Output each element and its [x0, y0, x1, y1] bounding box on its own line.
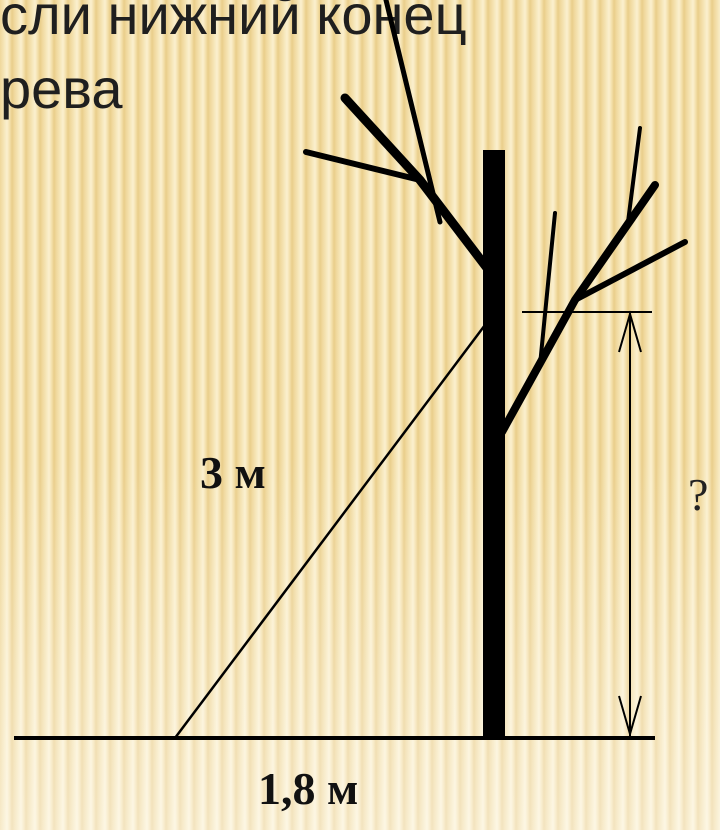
- heading-line-2: рева: [0, 57, 123, 120]
- ground-distance-label: 1,8 м: [258, 763, 359, 814]
- ladder-line: [174, 324, 486, 739]
- ladder-length-label: 3 м: [200, 447, 266, 498]
- unknown-height-label: ?: [688, 469, 709, 520]
- height-measurement: [522, 310, 652, 738]
- arrow-down-icon: [618, 695, 642, 738]
- arrow-up-icon: [618, 310, 642, 353]
- right-branches: [498, 126, 688, 436]
- left-branches: [303, 0, 492, 273]
- tree-trunk: [483, 150, 505, 738]
